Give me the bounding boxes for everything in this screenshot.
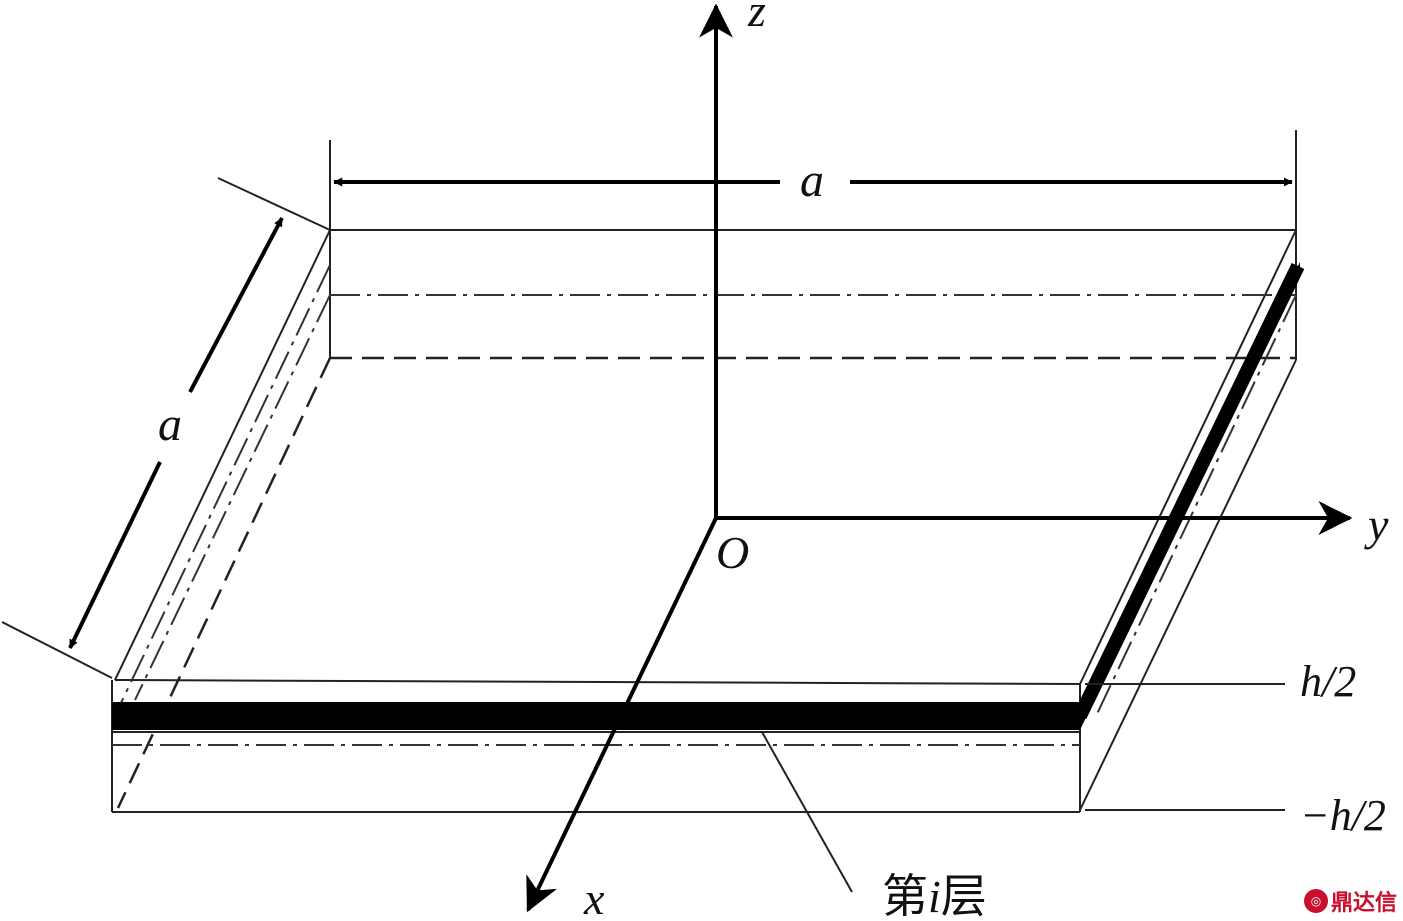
bottom-surface-label: −h/2 [1300, 791, 1386, 840]
dimension-top [329, 130, 1297, 230]
x-axis-line [526, 517, 718, 913]
y-axis-label: y [1364, 499, 1389, 550]
origin-label: O [716, 527, 749, 578]
layer-i-band [112, 262, 1305, 730]
dimension-left-label: a [158, 398, 182, 451]
dimension-left [1, 177, 331, 679]
x-axis-label: x [583, 873, 605, 921]
leader-lines [761, 683, 1285, 893]
layer-label-index: i [928, 871, 941, 921]
hidden-lines [112, 264, 1297, 746]
watermark-logo-icon: ◎ [1303, 889, 1328, 913]
top-surface-label: h/2 [1300, 657, 1356, 706]
watermark: ◎ 鼎达信 [1303, 885, 1397, 917]
coordinate-axes [526, 3, 1353, 913]
watermark-text: 鼎达信 [1330, 891, 1397, 916]
plate-outline [111, 229, 1297, 813]
layer-label: 第i层 [882, 871, 987, 921]
layer-label-suffix: 层 [941, 871, 987, 921]
layer-label-prefix: 第 [882, 871, 928, 921]
dimension-top-label: a [800, 154, 824, 207]
z-axis-label: z [747, 0, 766, 36]
